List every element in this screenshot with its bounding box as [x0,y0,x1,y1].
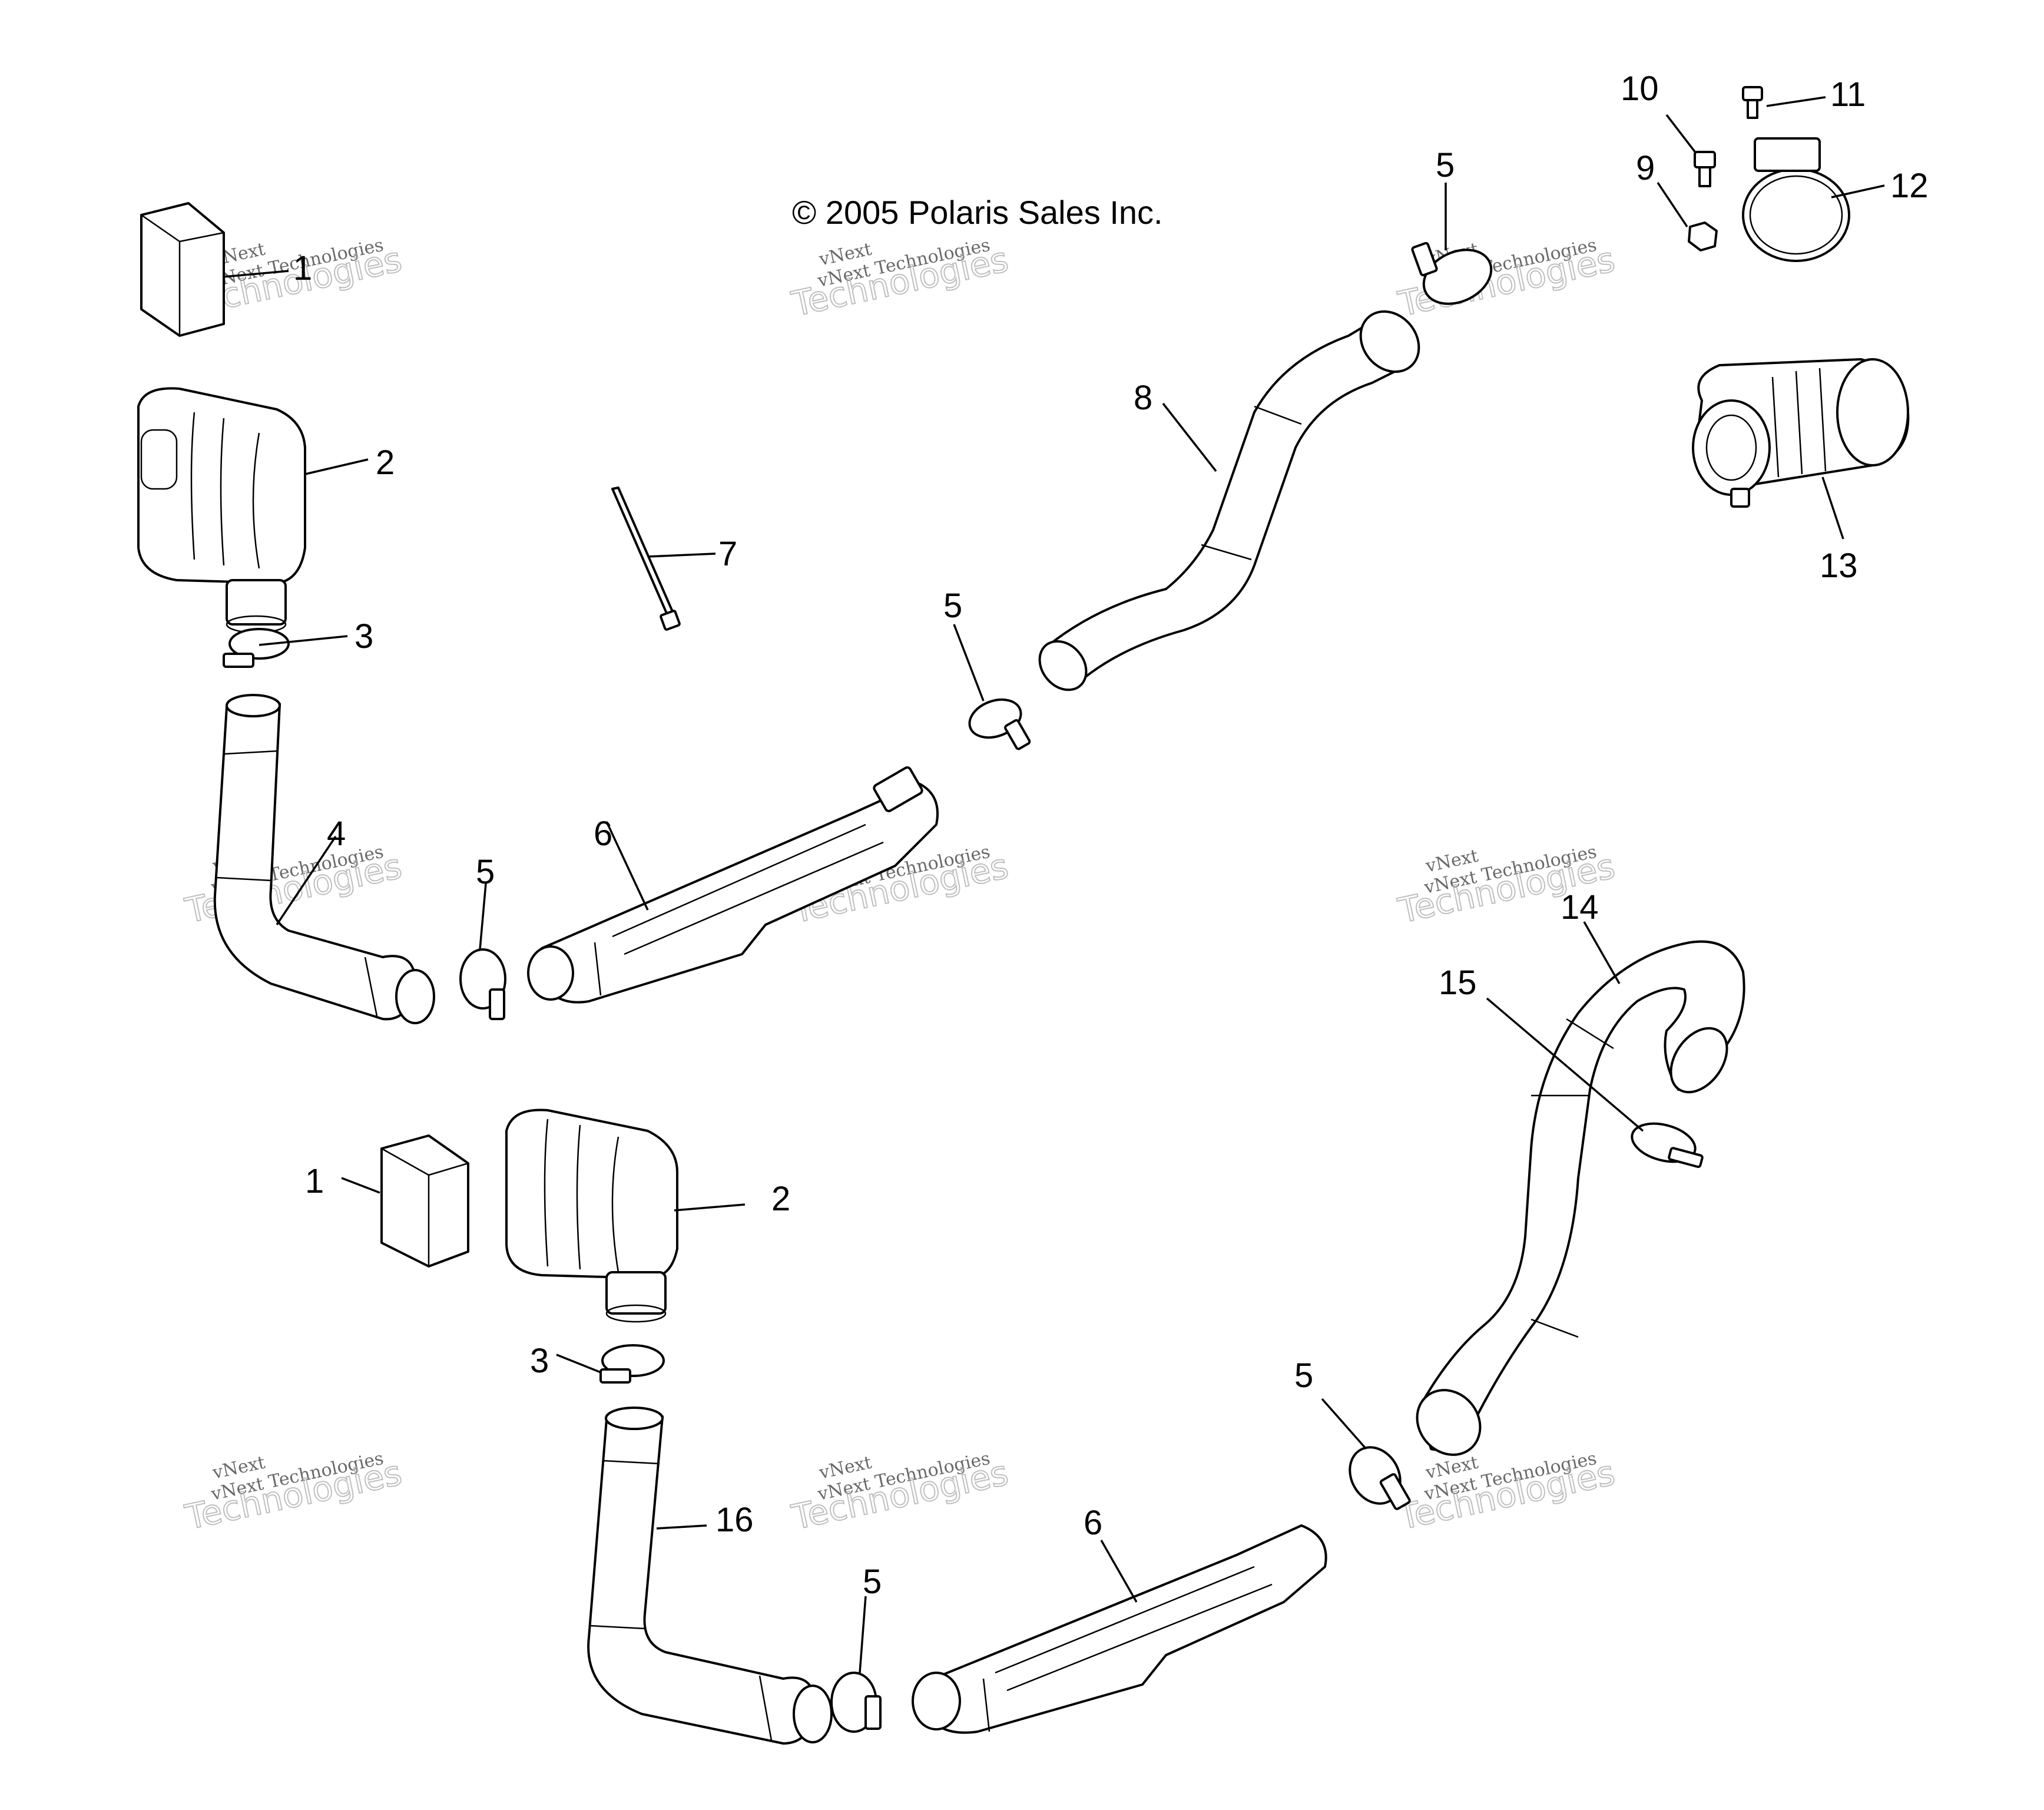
part-8-intake-hose [1038,310,1420,691]
part-9-nut [1688,221,1718,252]
callout-4: 4 [327,815,346,853]
part-2-airbox-bottom [505,1108,678,1323]
callout-15: 15 [1439,964,1477,1002]
callout-9: 9 [1636,149,1655,187]
part-5-clamp-e [1349,1446,1411,1510]
callout-6-bottom: 6 [1084,1504,1102,1542]
part-10-bolt [1694,151,1716,187]
leader-lines [223,96,1885,1673]
callout-5-d: 5 [863,1563,882,1601]
callout-2-bottom: 2 [771,1180,790,1218]
watermark: vNext vNext Technologies Technologies [181,842,406,932]
part-3-clamp-top [223,628,290,668]
callout-11: 11 [1830,75,1866,114]
callout-12: 12 [1890,167,1929,205]
copyright-notice: © 2005 Polaris Sales Inc. [792,194,1163,231]
part-5-clamp-c [1411,241,1493,305]
part-6-resonator-top [527,766,939,1004]
part-16-elbow-duct [587,1407,833,1745]
callout-3-bottom: 3 [530,1342,549,1380]
callout-5-c: 5 [1436,146,1455,184]
callout-2-top: 2 [376,444,395,482]
watermark: vNext vNext Technologies Technologies [1394,1448,1619,1538]
callout-10: 10 [1621,70,1659,108]
part-5-clamp-d [830,1672,882,1733]
part-11-bolt [1742,86,1763,119]
callout-3-top: 3 [355,617,373,656]
callout-1-top: 1 [293,249,312,287]
callout-6-top: 6 [594,815,612,853]
callouts: 1 2 3 4 5 6 7 5 8 5 10 11 9 12 13 1 2 3 … [293,70,1929,1601]
part-1-foam-block-bottom [380,1134,469,1268]
part-13-air-filter [1692,358,1910,508]
callout-1-bottom: 1 [305,1162,324,1200]
watermark: vNext vNext Technologies Technologies [787,1448,1012,1538]
part-5-clamp-b [968,698,1031,750]
callout-7: 7 [718,535,737,573]
part-12-clamp-band [1742,137,1850,262]
callout-13: 13 [1820,547,1858,585]
part-2-airbox-top [137,387,306,634]
callout-5-b: 5 [943,587,962,625]
part-6-resonator-bottom [912,1524,1327,1734]
callout-8: 8 [1134,379,1152,417]
callout-14: 14 [1561,888,1599,926]
watermarks: vNext vNext Technologies Technologies vN… [181,235,1619,1538]
part-14-large-hose [1416,940,1745,1456]
callout-5-e: 5 [1294,1356,1313,1395]
part-15-clamp [1631,1122,1704,1169]
callout-5-a: 5 [476,853,495,891]
part-1-foam-block-top [140,202,225,337]
callout-16: 16 [715,1501,754,1539]
watermark: vNext vNext Technologies Technologies [181,1448,406,1538]
part-5-clamp-a [459,948,506,1020]
part-7-cable-tie [611,487,681,631]
part-3-clamp-bottom [599,1344,665,1384]
